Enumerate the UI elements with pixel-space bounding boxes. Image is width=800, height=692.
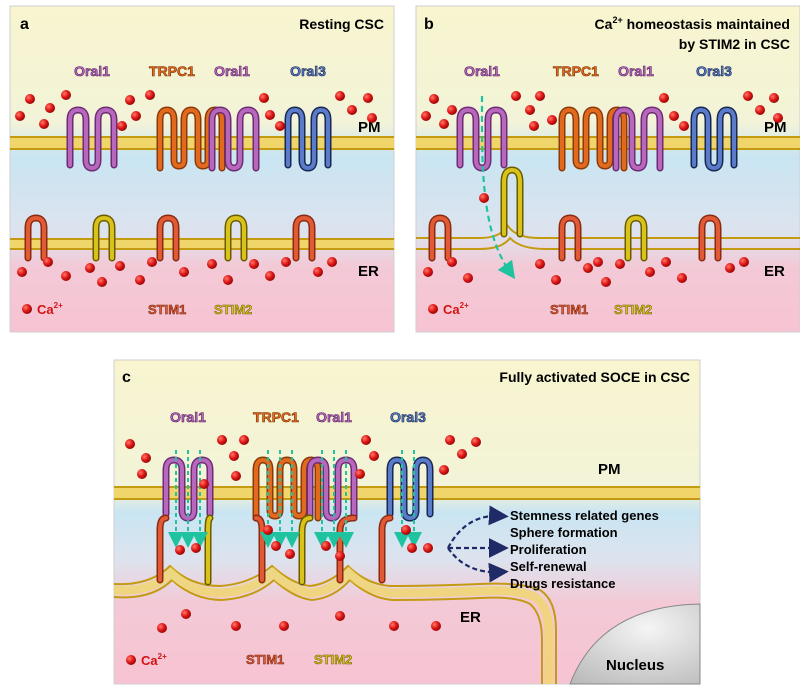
label-orai3-b: Orai3 <box>696 63 732 79</box>
calcium-legend-icon-c <box>126 655 136 665</box>
pm-label-c: PM <box>598 461 621 478</box>
stim1-proteins-b <box>428 214 722 262</box>
panel-c-title: Fully activated SOCE in CSC <box>499 369 690 385</box>
stim1-coupled-c <box>156 514 394 584</box>
panel-a-letter: a <box>20 16 29 33</box>
panel-c: c Fully activated SOCE in CSC PM ER Nucl… <box>113 359 701 685</box>
label-orai1-b: Orai1 <box>464 63 500 79</box>
nucleus <box>569 603 701 685</box>
stim1-legend-b: STIM1 <box>550 302 588 317</box>
calcium-legend-b: Ca2+ <box>443 301 469 317</box>
panel-a-title: Resting CSC <box>299 16 384 32</box>
calcium-legend-icon-b <box>428 304 438 314</box>
outcome-item: Stemness related genes <box>510 508 659 523</box>
pm-label-b: PM <box>764 119 787 136</box>
label-orai1-second-a: Orai1 <box>214 63 250 79</box>
stim1-proteins-a <box>24 214 316 262</box>
panel-b-title-line1: Ca2+ homeostasis maintained <box>595 15 790 32</box>
nucleus-label: Nucleus <box>606 657 664 674</box>
outcome-item: Proliferation <box>510 542 587 557</box>
calcium-ions-b <box>421 91 783 287</box>
stim2-legend-c: STIM2 <box>314 652 352 667</box>
channel-trpc1-b <box>558 106 628 172</box>
outcomes-list: Stemness related genes Sphere formation … <box>510 508 659 591</box>
outcome-item: Self-renewal <box>510 559 587 574</box>
pm-label-a: PM <box>358 119 381 136</box>
label-orai3-a: Orai3 <box>290 63 326 79</box>
calcium-flux-arrow-b <box>480 95 516 280</box>
channel-trpc1-c <box>252 456 322 522</box>
er-label-b: ER <box>764 263 785 280</box>
channel-orai1-c <box>162 456 214 522</box>
er-membrane-a <box>10 238 394 250</box>
label-trpc1-c: TRPC1 <box>253 409 299 425</box>
calcium-legend-icon-a <box>22 304 32 314</box>
er-membrane-b <box>416 224 800 250</box>
channel-orai3-a <box>284 106 332 172</box>
calcium-ions-c <box>125 435 481 633</box>
label-orai1-second-b: Orai1 <box>618 63 654 79</box>
calcium-legend-c: Ca2+ <box>141 652 167 668</box>
channel-orai1-second-b <box>612 106 664 172</box>
stim2-coupled-b <box>500 166 524 238</box>
calcium-ions-a <box>15 90 377 287</box>
stim1-legend-c: STIM1 <box>246 652 284 667</box>
stim2-legend-a: STIM2 <box>214 302 252 317</box>
stim2-legend-b: STIM2 <box>614 302 652 317</box>
stim2-proteins-a <box>92 214 248 262</box>
channel-trpc1-a <box>156 106 226 172</box>
outcome-item: Sphere formation <box>510 525 618 540</box>
calcium-flux-arrows-c <box>168 450 422 548</box>
er-label-a: ER <box>358 263 379 280</box>
label-orai1-second-c: Orai1 <box>316 409 352 425</box>
panel-b: b Ca2+ homeostasis maintained by STIM2 i… <box>415 5 800 333</box>
outcome-arrows <box>447 505 509 583</box>
label-trpc1-a: TRPC1 <box>149 63 195 79</box>
channel-orai1-a <box>66 106 118 172</box>
panel-b-letter: b <box>424 16 434 33</box>
channel-orai3-c <box>386 456 434 522</box>
stim2-coupled-c <box>204 514 314 586</box>
er-label-c: ER <box>460 609 481 626</box>
label-orai3-c: Orai3 <box>390 409 426 425</box>
stim2-proteins-b <box>624 214 648 262</box>
label-orai1-c: Orai1 <box>170 409 206 425</box>
panel-b-title-line2: by STIM2 in CSC <box>679 36 790 52</box>
label-orai1-a: Orai1 <box>74 63 110 79</box>
panel-c-letter: c <box>122 369 131 386</box>
panel-a: a Resting CSC PM ER <box>9 5 395 333</box>
stim1-legend-a: STIM1 <box>148 302 186 317</box>
channel-orai3-b <box>690 106 738 172</box>
label-trpc1-b: TRPC1 <box>553 63 599 79</box>
channel-orai1-second-a <box>208 106 260 172</box>
outcome-item: Drugs resistance <box>510 576 616 591</box>
calcium-legend-a: Ca2+ <box>37 301 63 317</box>
